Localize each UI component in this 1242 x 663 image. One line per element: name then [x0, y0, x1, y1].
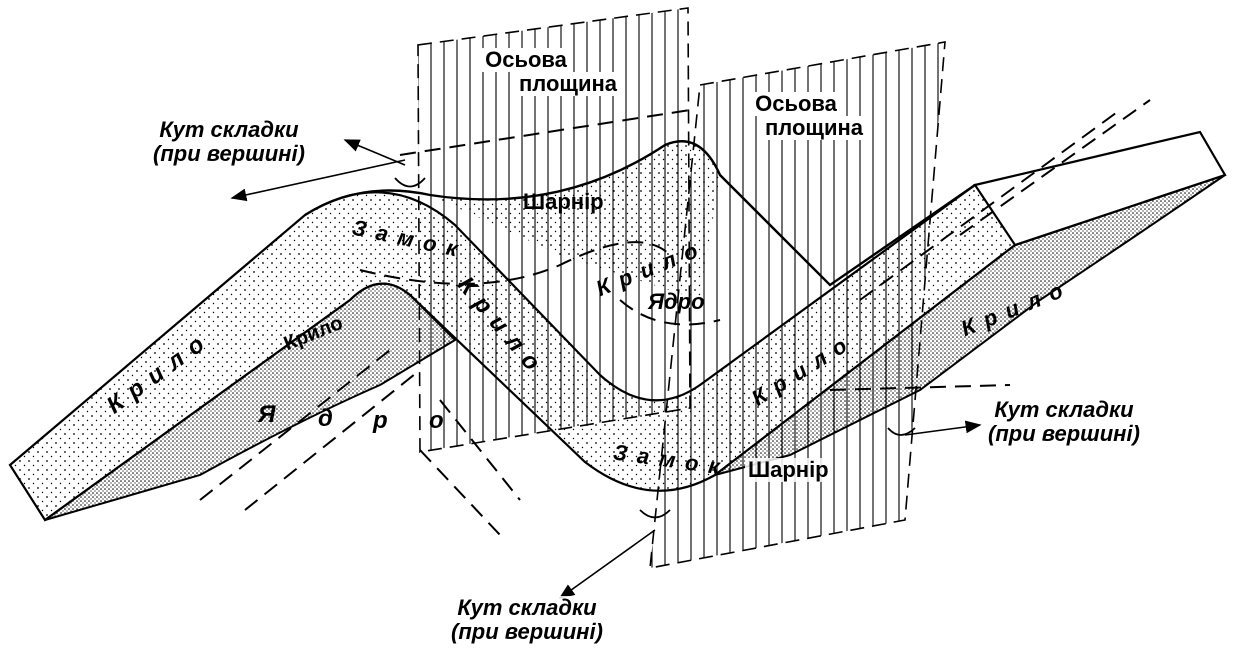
axial-plane-label-left: Осьова площина: [428, 47, 624, 97]
fold-angle-b-line1: Кут складки: [457, 595, 597, 620]
fold-angle-label-right: Кут складки (при вершині): [985, 397, 1143, 447]
fold-angle-arcs: [394, 177, 916, 519]
hinge-label-bottom: Шарнір: [745, 457, 832, 483]
core-letter-1: Я: [258, 401, 276, 428]
core-letter-3: р: [373, 407, 388, 434]
fold-front-face: [44, 174, 1226, 521]
fold-angle-label-bottom: Кут складки (при вершині): [448, 595, 606, 645]
hinge-label-top: Шарнір: [523, 189, 604, 214]
core-label-right: Ядро: [648, 289, 705, 314]
fold-angle-label-top-left: Кут складки (при вершині): [150, 117, 308, 167]
fold-angle-r-line1: Кут складки: [994, 397, 1134, 422]
fold-angle-tl-line1: Кут складки: [159, 117, 299, 142]
core-letter-4: о: [429, 407, 444, 434]
upper-crest: [304, 140, 976, 300]
axial-plane-left-line1: Осьова: [481, 47, 571, 73]
fold-angle-r-line2: (при вершині): [988, 421, 1140, 447]
axial-plane-right-line1: Осьова: [751, 91, 841, 117]
hinge-dashed-lines: [199, 99, 1151, 536]
axial-plane-label-right: Осьова площина: [722, 91, 870, 141]
fold-angle-tl-line2: (при вершині): [153, 141, 305, 167]
leader-arrows: [230, 139, 982, 599]
axial-plane-left-line2: площина: [515, 71, 622, 97]
block-end-face: [973, 130, 1227, 247]
core-letter-2: д: [318, 405, 333, 432]
axial-plane-right-line2: площина: [761, 115, 868, 141]
fold-angle-b-line2: (при вершині): [451, 619, 603, 645]
